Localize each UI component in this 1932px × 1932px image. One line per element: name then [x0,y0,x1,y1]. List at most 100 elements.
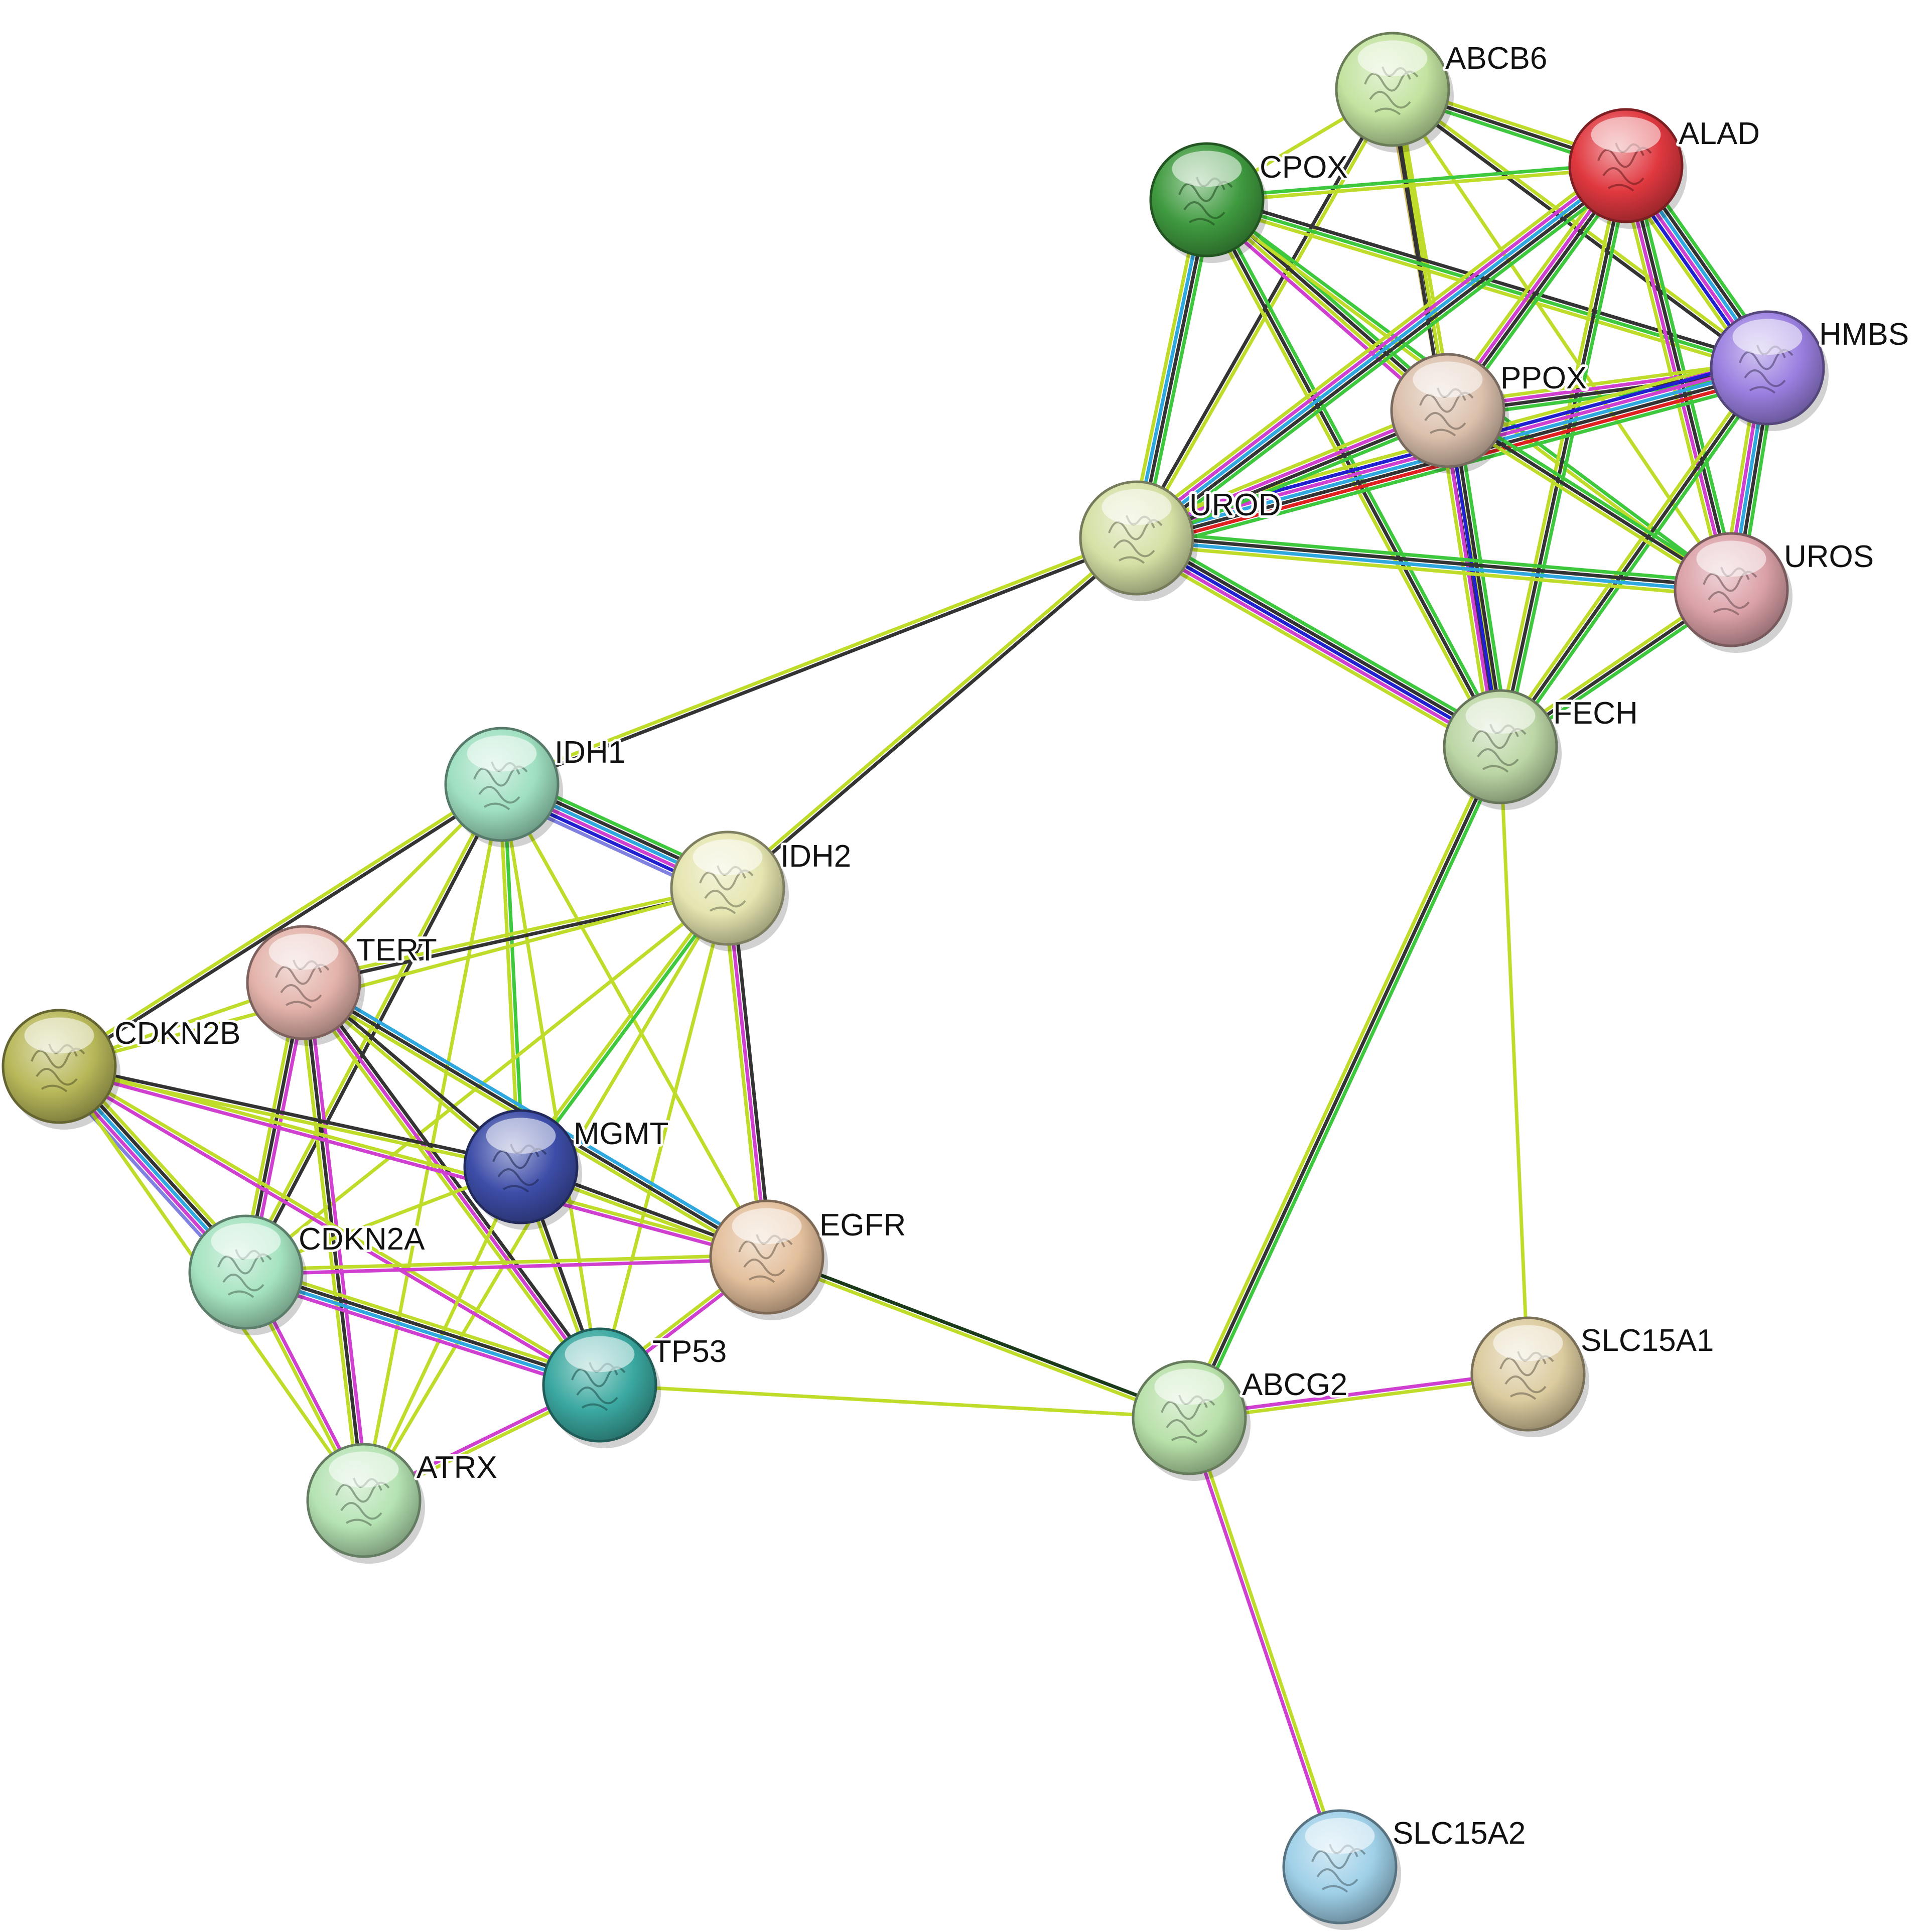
protein-structure-icon [473,761,528,810]
edge-evidence-line [56,1066,601,1389]
node-tp53[interactable] [542,1327,661,1448]
node-label-tert: TERT [356,933,437,968]
edge-evidence-line [57,1066,768,1261]
node-idh2[interactable] [670,831,789,951]
edge-evidence-line [1187,745,1502,1420]
edge-idh1-cdkn2b [56,780,505,1070]
protein-structure-icon [335,1477,390,1527]
edge-evidence-line [1189,1415,1344,1868]
edge-evidence-line [1502,368,1773,751]
node-label-slc15a2: SLC15A2 [1393,1816,1526,1851]
edge-evidence-line [302,981,366,1502]
edge-evidence-line [1498,745,1530,1376]
edge-hmbs-fech [1495,363,1773,751]
edge-egfr-cdkn2a [244,1253,769,1276]
node-slc15a1[interactable] [1470,1316,1589,1437]
edge-evidence-line [1132,160,1625,536]
edge-evidence-line [1209,196,1506,747]
edge-evidence-line [306,980,370,1502]
node-cpox[interactable] [1149,142,1268,263]
node-alad[interactable] [1568,108,1687,229]
node-slc15a2[interactable] [1282,1809,1401,1930]
protein-structure-icon [1739,345,1793,394]
node-fech[interactable] [1443,689,1562,810]
node-label-urod: UROD [1189,488,1281,522]
protein-structure-icon [1364,66,1419,115]
node-label-hmbs: HMBS [1819,317,1909,352]
edge-evidence-line [243,1272,601,1389]
edge-evidence-line [502,782,525,1169]
protein-structure-icon [1419,387,1474,437]
protein-structure-icon [1703,567,1757,616]
node-highlight [211,1223,281,1260]
protein-structure-icon [1499,1351,1554,1400]
node-egfr[interactable] [709,1199,828,1320]
node-highlight [1591,116,1661,153]
edge-abcb6-hmbs [1389,85,1771,372]
edge-cpox-alad [1205,162,1628,204]
node-abcg2[interactable] [1132,1360,1251,1481]
node-urod[interactable] [1079,480,1198,601]
edge-urod-idh2 [724,534,1140,892]
edge-cpox-urod [1128,196,1215,541]
edge-evidence-line [598,1383,1191,1420]
protein-structure-icon [492,1144,547,1193]
node-highlight [1101,489,1172,525]
edge-evidence-line [246,1264,604,1381]
node-idh1[interactable] [444,727,563,848]
edge-evidence-line [500,782,769,1259]
edge-evidence-line [57,886,730,1068]
node-label-ppox: PPOX [1500,361,1587,395]
edge-evidence-line [58,1062,769,1257]
node-label-fech: FECH [1553,696,1638,731]
edge-idh1-atrx [362,782,504,1502]
edge-evidence-line [1389,89,1768,372]
edge-evidence-line [1139,528,1507,741]
node-highlight [1154,1368,1224,1405]
node-ppox[interactable] [1390,353,1509,474]
edge-evidence-line [305,978,605,1385]
node-tert[interactable] [246,925,365,1046]
edge-evidence-line [1128,196,1202,538]
protein-structure-icon [699,865,754,914]
edge-evidence-line [362,782,504,1502]
node-label-tp53: TP53 [652,1334,727,1369]
node-highlight [1465,698,1536,734]
node-cdkn2a[interactable] [188,1214,307,1335]
edge-evidence-line [1498,366,1769,749]
node-label-idh1: IDH1 [555,735,625,770]
edge-evidence-line [1494,163,1623,748]
edge-evidence-line [1133,197,1207,539]
node-highlight [1732,319,1803,355]
protein-structure-icon [738,1234,793,1283]
node-label-alad: ALAD [1679,116,1760,151]
edge-evidence-line [58,784,505,1070]
edge-evidence-line [730,886,773,1259]
edge-evidence-line [1135,536,1502,749]
edge-evidence-line [499,534,1138,784]
node-label-atrx: ATRX [417,1450,497,1485]
node-label-idh2: IDH2 [780,839,851,874]
protein-structure-icon [1597,143,1652,192]
node-highlight [1305,1818,1375,1854]
node-cdkn2b[interactable] [2,1009,120,1130]
edge-idh2-cdkn2b [57,886,730,1068]
node-highlight [1357,40,1428,77]
edge-evidence-line [764,1257,1190,1422]
node-mgmt[interactable] [463,1109,582,1230]
node-label-slc15a1: SLC15A1 [1581,1323,1714,1358]
edge-evidence-line [1495,363,1766,746]
node-uros[interactable] [1674,532,1792,653]
edge-evidence-line [302,981,602,1387]
node-atrx[interactable] [306,1443,425,1564]
edge-alad-fech [1494,163,1632,750]
node-hmbs[interactable] [1710,310,1829,431]
node-label-mgmt: MGMT [574,1117,668,1151]
node-label-abcb6: ABCB6 [1445,41,1547,76]
node-highlight [1172,151,1242,187]
edge-evidence-line [1140,171,1633,547]
edge-evidence-line [58,1062,603,1385]
edge-evidence-line [1191,747,1506,1422]
node-abcb6[interactable] [1335,32,1454,153]
